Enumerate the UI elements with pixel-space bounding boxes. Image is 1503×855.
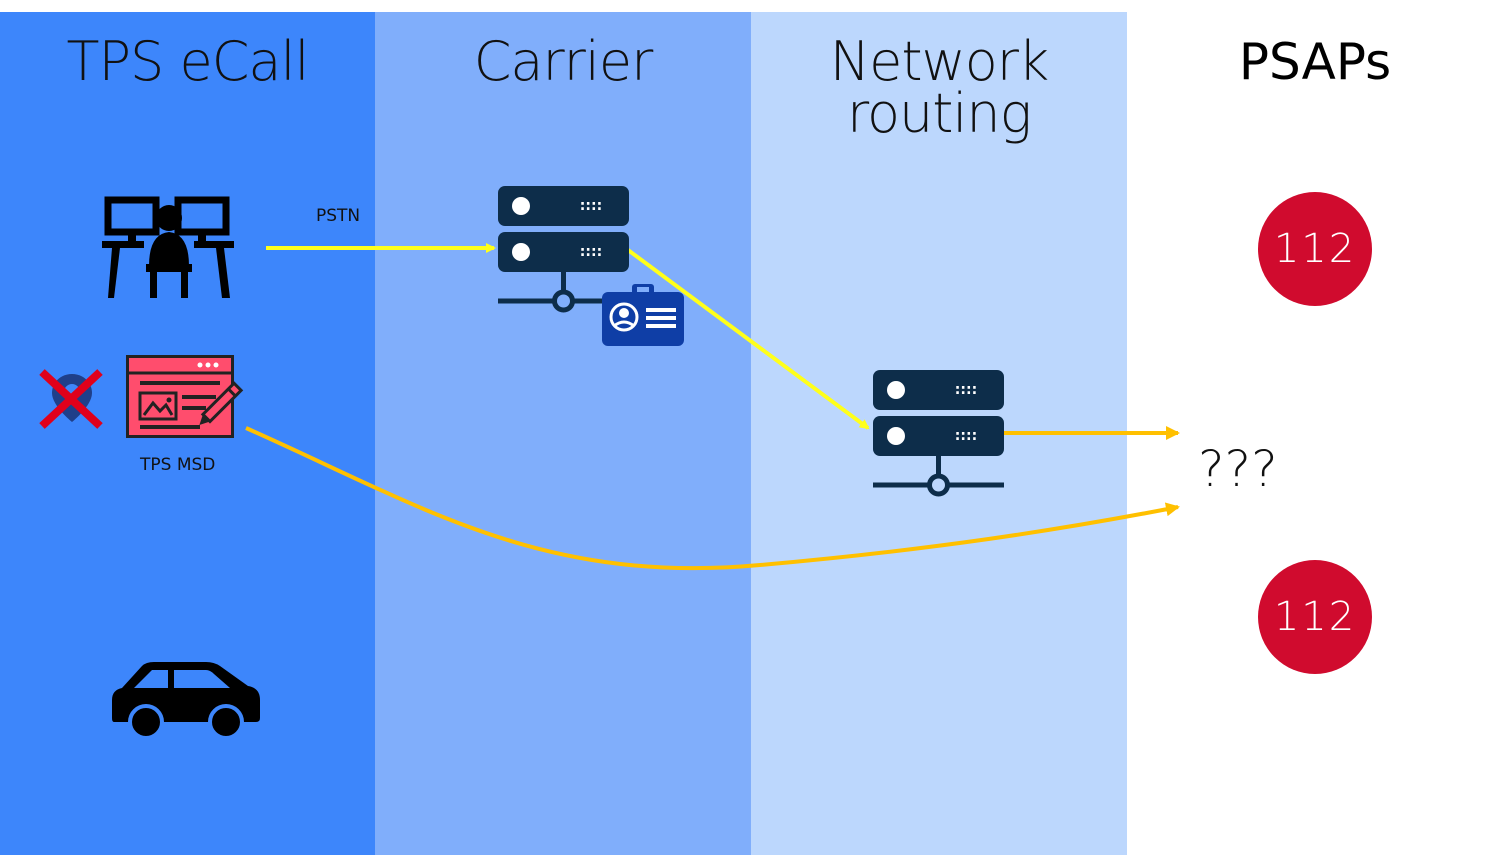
- server-icon: :::: ::::: [498, 186, 629, 313]
- car-icon: [112, 662, 260, 740]
- psaps-title: PSAPs: [1238, 33, 1392, 91]
- psap-112-icon: 112: [1258, 192, 1372, 306]
- svg-text:::::: ::::: [955, 428, 977, 444]
- psap-number: 112: [1273, 226, 1357, 272]
- unknown-destination-label: ???: [1198, 440, 1278, 498]
- pstn-label: PSTN: [316, 206, 361, 226]
- psap-number: 112: [1273, 594, 1357, 640]
- cross-icon: [39, 369, 103, 429]
- msd-form-icon: [126, 355, 244, 438]
- carrier-title: Carrier: [473, 30, 654, 93]
- call-center-agent-icon: [102, 196, 234, 298]
- msd-data-path: [245, 426, 1180, 571]
- svg-text:::::: ::::: [580, 244, 602, 260]
- svg-text:::::: ::::: [955, 382, 977, 398]
- psap-112-icon: 112: [1258, 560, 1372, 674]
- tps-msd-label: TPS MSD: [140, 455, 216, 475]
- carrier-to-network-line: [626, 248, 870, 430]
- server-icon: :::: ::::: [873, 370, 1004, 497]
- network-routing-title: Network routing: [829, 30, 1049, 145]
- svg-text:::::: ::::: [580, 198, 602, 214]
- id-card-icon: [602, 284, 684, 346]
- carrier-column: Carrier: [375, 12, 751, 855]
- tps-ecall-title: TPS eCall: [66, 30, 309, 93]
